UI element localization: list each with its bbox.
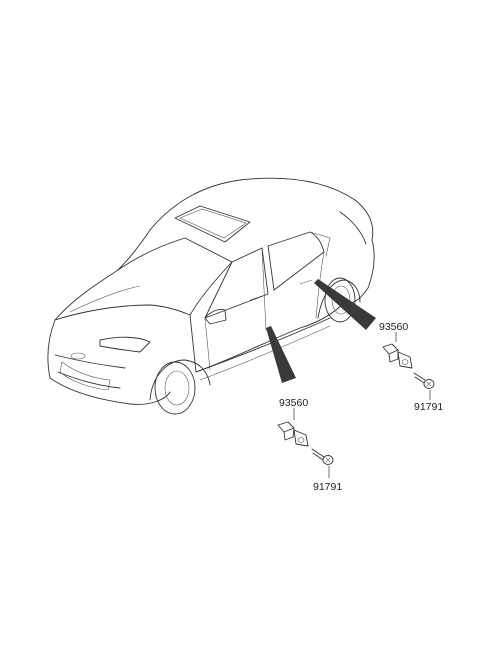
screw-rear bbox=[413, 372, 435, 389]
part-number-91791-rear: 91791 bbox=[414, 401, 443, 413]
part-number-91791-front: 91791 bbox=[313, 481, 342, 493]
door-switch-front bbox=[277, 421, 309, 447]
callout-arrow-front bbox=[266, 326, 296, 383]
door-switch-rear bbox=[382, 343, 413, 369]
part-number-93560-rear: 93560 bbox=[379, 321, 408, 333]
car-illustration bbox=[47, 177, 375, 415]
part-number-93560-front: 93560 bbox=[279, 397, 308, 409]
screw-front bbox=[311, 448, 334, 465]
callout-arrow-rear bbox=[314, 279, 376, 330]
